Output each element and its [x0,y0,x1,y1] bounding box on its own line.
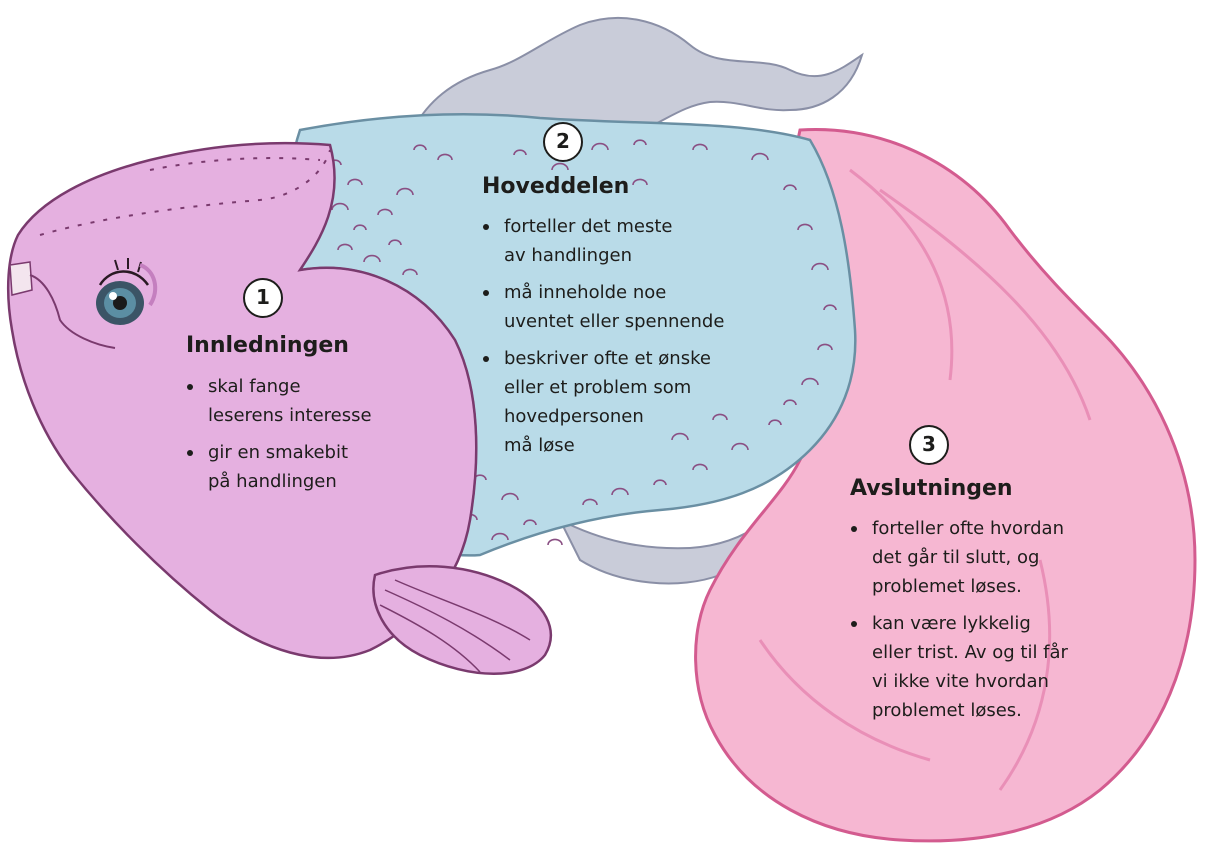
mouth [10,262,32,295]
bullet-item: må inneholde noe uventet eller spennende [482,278,782,336]
section-heading: Hoveddelen [482,174,629,199]
bullet-item: forteller det meste av handlingen [482,212,782,270]
bullet-item: skal fange leserens interesse [186,372,436,430]
bullet-item: kan være lykkelig eller trist. Av og til… [850,609,1120,725]
section-bullets: forteller det meste av handlingen må inn… [482,212,782,468]
section-number-badge: 2 [543,122,583,162]
section-bullets: skal fange leserens interesse gir en sma… [186,372,436,504]
bullet-item: forteller ofte hvordan det går til slutt… [850,514,1120,601]
scale-mark [548,539,562,545]
section-number-badge: 3 [909,425,949,465]
bullet-item: beskriver ofte et ønske eller et problem… [482,344,782,460]
section-heading: Avslutningen [850,476,1013,501]
section-bullets: forteller ofte hvordan det går til slutt… [850,514,1120,733]
section-heading: Innledningen [186,333,349,358]
bullet-item: gir en smakebit på handlingen [186,438,436,496]
section-number-badge: 1 [243,278,283,318]
